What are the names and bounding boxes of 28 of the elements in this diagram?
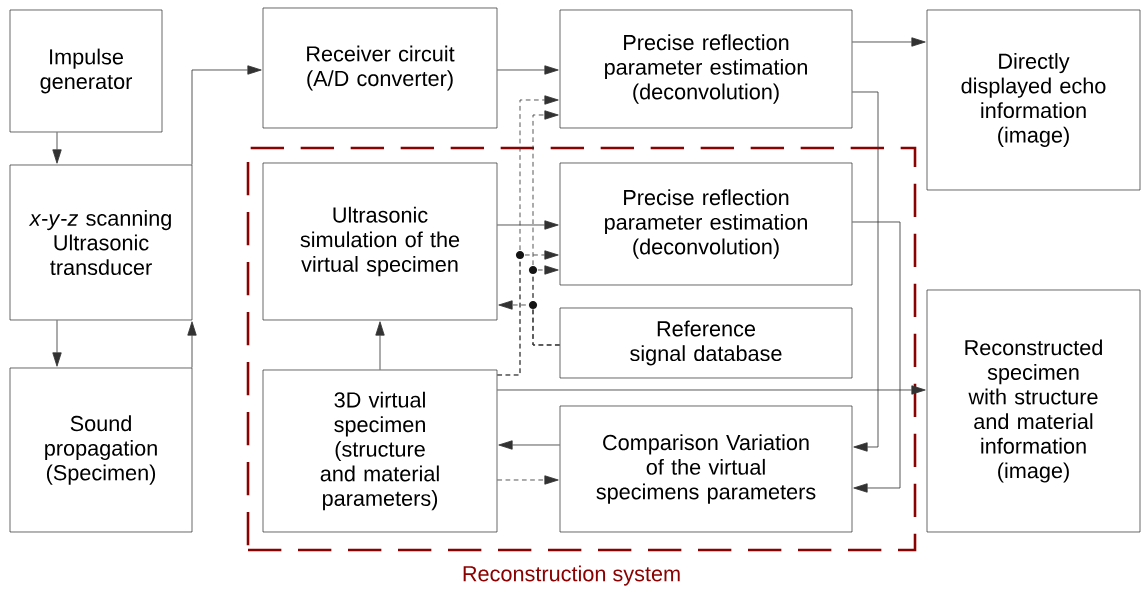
arrow [851,37,926,47]
arrow [498,440,561,450]
process-box: Ultrasonic simulation of the virtual specimen [262,162,498,321]
arrow [496,250,559,376]
arrow [52,131,62,164]
arrow [851,91,879,452]
process-box: Impulse generator [9,9,163,133]
process-box: 3D virtual specimen (structure and material parameters) [262,369,498,533]
arrow [498,300,561,346]
process-box: Reconstructed specimen with structure and material information (image) [926,289,1141,533]
arrow [496,385,926,395]
arrow [191,65,262,166]
region-label: Reconstruction system [463,565,680,586]
arrow [851,221,901,493]
arrow [52,319,62,367]
process-box: Receiver circuit (A/D converter) [262,7,498,129]
arrow [496,220,559,230]
process-box: x-y-z scanning Ultrasonic transducer [9,164,193,321]
arrow [496,475,559,485]
process-box: Comparison Variation of the virtual specimens parameters [559,405,853,533]
process-box: Sound propagation (Specimen) [9,367,193,533]
process-box: Precise reflection parameter estimation (deconvolution) [559,162,853,286]
process-box: Precise reflection parameter estimation (deconvolution) [559,9,853,129]
arrow [496,65,559,75]
arrow [375,321,385,371]
process-box: Directly displayed echo information (image) [926,9,1141,191]
process-box: Reference signal database [559,307,853,379]
arrow [187,321,197,369]
